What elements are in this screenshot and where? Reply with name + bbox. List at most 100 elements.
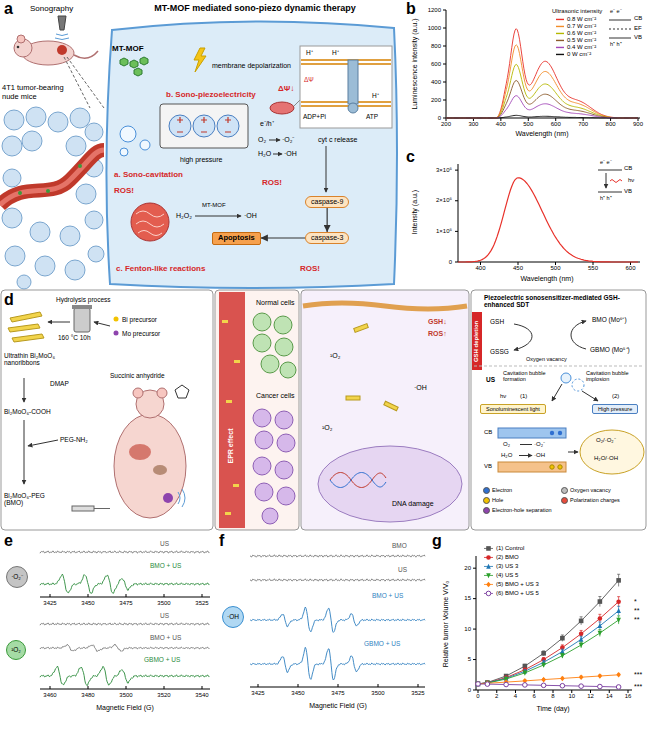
mof-particles-part (130, 60, 138, 68)
autoclave-icon-part (114, 317, 119, 322)
axis-title: EPR effect (228, 428, 236, 463)
axis-tick (518, 262, 519, 265)
text-label: 700 (578, 121, 588, 128)
vessel-illustration (219, 292, 245, 528)
text-label: 600 (625, 265, 635, 272)
legend-label: (1) Control (496, 545, 524, 552)
text-label: cyt c release (318, 136, 357, 144)
mouse-illustration-part (58, 16, 66, 30)
text-label: 1000 (428, 25, 441, 32)
text-label: ¹O₂ (322, 424, 333, 432)
text-label: H₂O (258, 150, 271, 158)
node-text: caspase-9 (311, 198, 343, 206)
axis-tick (455, 231, 458, 232)
tumor-tissue-part (35, 256, 55, 276)
error-bar (580, 642, 583, 648)
axis-title: Intensity (a.u.) (411, 190, 419, 234)
node-text: Sonoluminescent light (486, 406, 540, 412)
connector-arrow (261, 237, 305, 238)
piezo-crystal-part (177, 117, 231, 132)
epr-spectrum (250, 555, 425, 557)
text-label: (1) (520, 393, 527, 400)
data-marker (476, 681, 481, 686)
text-label: BMO (Mo⁶⁺) (592, 316, 627, 323)
axis-tick (500, 118, 501, 121)
axis-tick (473, 568, 476, 569)
legend-sample (556, 47, 564, 48)
panel-letter: a (4, 0, 13, 18)
legend-label: Electron-hole separation (492, 507, 552, 513)
spectrum-curve (446, 96, 638, 118)
mechanism-illustration-part (568, 452, 578, 453)
text-label: Succinic anhydride (110, 372, 165, 379)
data-marker (579, 643, 584, 648)
text-label: 6 (533, 693, 536, 700)
text-label: 15 (464, 595, 471, 602)
axis-title: GSH depletion (474, 320, 481, 361)
text-label: Piezoelectric sonosensitizer-mediated GS… (484, 294, 642, 309)
cancer-cells-part (275, 411, 293, 429)
epr-spectrum (250, 647, 425, 680)
growth-curve (478, 675, 619, 684)
blood-vessel-part (18, 191, 22, 195)
text-label: 600 (431, 61, 441, 68)
mechanism-illustration (472, 312, 644, 474)
growth-curve (478, 611, 619, 684)
data-marker (579, 674, 584, 680)
error-bar (542, 651, 545, 656)
legend-label: (3) US 3 (496, 563, 518, 570)
data-marker (616, 608, 621, 613)
data-marker (616, 685, 621, 690)
text-label: EF (634, 25, 642, 32)
legend-label: (5) BMO + US 3 (496, 581, 539, 588)
text-label: CB (624, 165, 632, 172)
text-label: 550 (588, 265, 598, 272)
axis-tick (443, 46, 446, 47)
panel-frames-part (1, 290, 213, 530)
enzyme-oval: caspase-9 (305, 196, 349, 208)
process-box: Sonoluminescent light (480, 404, 546, 414)
text-label: Magnetic Field (G) (309, 702, 367, 710)
axis-tick (496, 690, 497, 693)
axis-tick (555, 118, 556, 121)
axis-tick (478, 690, 479, 693)
data-marker (541, 683, 546, 688)
mouse-body-illustration-part (157, 388, 167, 398)
text-label: VB (634, 34, 642, 41)
node-text: Apoptosis (218, 234, 255, 243)
cancer-cell-interior-part (354, 324, 369, 333)
text-label: *** (634, 671, 642, 679)
panel-letter: d (4, 291, 14, 309)
text-label: GBMO + US (364, 640, 400, 647)
error-bar (617, 597, 620, 607)
text-label: BMO + US (150, 634, 181, 641)
mechanism-illustration-part (474, 366, 644, 367)
lightning-icon (194, 48, 206, 72)
mechanism-illustration-part (582, 391, 598, 401)
data-marker (504, 682, 509, 687)
axis-tick (571, 690, 572, 693)
mouse-body-illustration-part (129, 444, 151, 460)
text-label: US (160, 612, 169, 619)
vessel-illustration-part (234, 360, 240, 363)
text-label: DMAP (50, 380, 69, 387)
axis-tick (258, 684, 259, 687)
legend-sample (556, 40, 564, 41)
text-label: 3525 (195, 600, 208, 607)
mitochondria-inset-part (294, 100, 300, 106)
legend-label: 0.5 W cm⁻² (567, 37, 596, 44)
axis-title: Luminescence intensity (a.u.) (411, 18, 419, 109)
text-label: 20 (464, 565, 471, 572)
text-label: 900 (633, 121, 643, 128)
text-label: ADP+Pi (303, 113, 326, 120)
text-label: O₂ (258, 136, 266, 144)
legend-sample (556, 33, 564, 34)
axis-tick (455, 170, 458, 171)
piezo-crystal (160, 104, 248, 148)
text-label: ** (634, 616, 639, 624)
spectrum-curve (458, 178, 638, 262)
synthesis-arrows-part (24, 378, 25, 402)
axis-tick (126, 594, 127, 597)
text-label: Wavelength (nm) (515, 130, 568, 138)
